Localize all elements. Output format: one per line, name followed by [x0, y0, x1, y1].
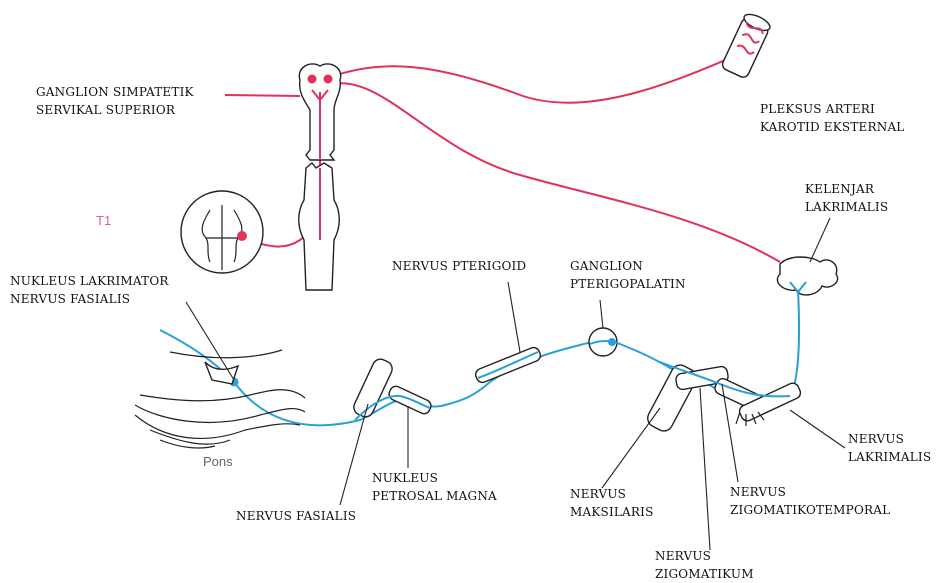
- label-nervus-lakrimalis: NERVUS LAKRIMALIS: [848, 432, 931, 464]
- ganglion-cell-left: [308, 75, 317, 84]
- sympathetic-trunk: [299, 64, 341, 290]
- ganglion-cell-right: [324, 75, 333, 84]
- leader-pterigoid: [508, 282, 520, 352]
- label-pons: Pons: [203, 454, 233, 469]
- label-nervus-fasialis: NERVUS FASIALIS: [236, 509, 356, 523]
- label-nervus-pterigoid: NERVUS PTERIGOID: [392, 259, 526, 273]
- spinal-cord-section: [181, 191, 263, 273]
- maxillary-branches: [645, 362, 803, 434]
- facial-nerve-segment: [351, 357, 433, 420]
- label-ganglion-simpatetik: GANGLION SIMPATETIK SERVIKAL SUPERIOR: [36, 85, 198, 117]
- pons-upper-contour: [170, 350, 282, 358]
- pterygopalatine-ganglion: [589, 328, 620, 356]
- label-kelenjar-lakrimalis: KELENJAR LAKRIMALIS: [805, 182, 888, 214]
- sympathetic-fiber-to-plexus: [318, 45, 760, 103]
- label-nukleus-petrosal: NUKLEUS PETROSAL MAGNA: [372, 471, 497, 503]
- facial-nerve-tube: [351, 357, 394, 420]
- lacrimal-gland-outline: [777, 257, 837, 295]
- pons: [135, 350, 305, 448]
- label-pleksus-arteri: PLEKSUS ARTERI KAROTID EKSTERNAL: [760, 102, 904, 134]
- lacrimal-leader: [810, 218, 830, 262]
- sympathetic-leader-ganglion: [225, 95, 300, 96]
- pterygoid-nerve-segment: [474, 346, 542, 384]
- pterygoid-fiber-through: [478, 352, 538, 378]
- label-nervus-zigomatikum: NERVUS ZIGOMATIKUM: [655, 549, 754, 581]
- parasympathetic-pathway: [160, 282, 806, 425]
- leader-pterigopalatin: [600, 300, 603, 328]
- label-ganglion-pterigopalatin: GANGLION PTERIGOPALATIN: [570, 259, 686, 291]
- ganglion-neuron-dot: [608, 338, 616, 346]
- parasympathetic-fiber-main: [160, 290, 799, 425]
- label-nukleus-lakrimator: NUKLEUS LAKRIMATOR NERVUS FASIALIS: [10, 274, 173, 306]
- leader-lakrimalis: [790, 410, 845, 448]
- label-nervus-maksilaris: NERVUS MAKSILARIS: [570, 487, 654, 519]
- external-carotid-artery: [721, 11, 773, 79]
- sympathetic-fiber-to-lacrimal: [328, 83, 780, 262]
- t1-neuron: [237, 231, 247, 241]
- label-t1: T1: [96, 213, 111, 228]
- leader-maksilaris: [602, 408, 660, 488]
- label-nervus-zigomatikotemporal: NERVUS ZIGOMATIKOTEMPORAL: [730, 485, 890, 517]
- fourth-ventricle-floor: [205, 362, 238, 384]
- lacrimal-gland: [777, 218, 837, 295]
- leader-fasialis: [340, 404, 368, 505]
- leader-zigomatikum: [700, 388, 710, 550]
- labels: GANGLION SIMPATETIK SERVIKAL SUPERIOR PL…: [10, 85, 931, 581]
